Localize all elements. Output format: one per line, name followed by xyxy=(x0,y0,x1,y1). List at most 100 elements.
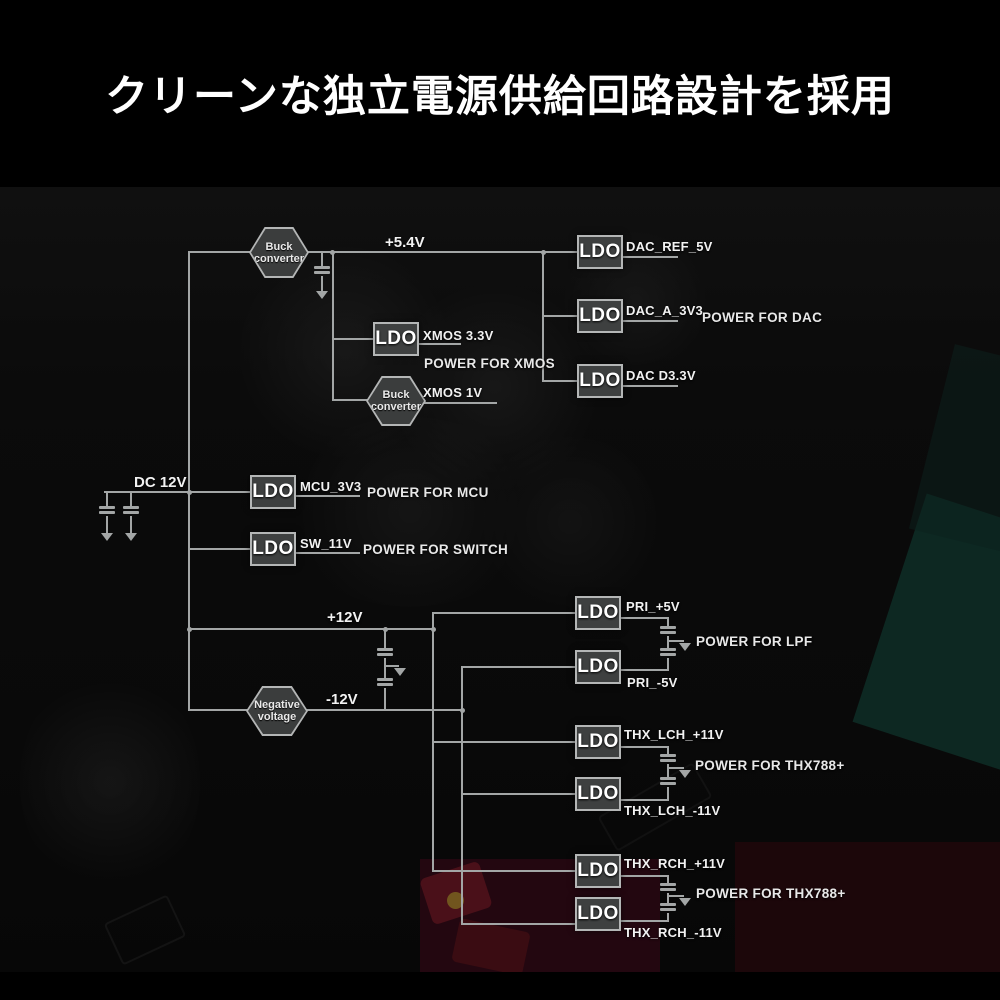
wire xyxy=(621,320,678,322)
junction-dot xyxy=(460,708,465,713)
ldo-box-dac-ref: LDO xyxy=(577,235,623,269)
buck-converter-label: converter xyxy=(370,401,422,413)
ground-symbol xyxy=(679,898,691,906)
capacitor-symbol xyxy=(660,754,676,757)
wire xyxy=(296,495,360,497)
ldo-box-thx-rch-p11: LDO xyxy=(575,854,621,888)
negative-voltage-label: voltage xyxy=(257,711,297,723)
wire xyxy=(433,870,575,872)
ldo-label: LDO xyxy=(252,538,294,559)
wire xyxy=(189,251,251,253)
ldo-label: LDO xyxy=(577,656,619,677)
wire xyxy=(667,764,669,777)
wire xyxy=(189,548,251,550)
annotation-power-for-dac: POWER FOR DAC xyxy=(702,310,823,325)
pcb-capacitor-shape xyxy=(230,247,460,457)
wire xyxy=(189,491,251,493)
ldo-box-pri-n5: LDO xyxy=(575,650,621,684)
ldo-box-dac-a: LDO xyxy=(577,299,623,333)
wire xyxy=(385,665,399,667)
net-label-pri-n5: PRI_-5V xyxy=(627,675,678,690)
wire xyxy=(667,636,669,648)
pcb-background xyxy=(0,187,1000,977)
ground-symbol xyxy=(394,668,406,676)
net-label-thx-rch-p11: THX_RCH_+11V xyxy=(624,856,726,871)
capacitor-symbol xyxy=(660,908,676,911)
capacitor-symbol xyxy=(660,777,676,780)
net-label-xmos-1v: XMOS 1V xyxy=(423,385,483,400)
ldo-label: LDO xyxy=(577,860,619,881)
wire xyxy=(667,787,669,801)
wire xyxy=(304,709,463,711)
ldo-label: LDO xyxy=(579,305,621,326)
wire xyxy=(543,315,579,317)
capacitor-symbol xyxy=(123,506,139,509)
wire xyxy=(620,799,669,801)
ldo-label: LDO xyxy=(577,783,619,804)
capacitor-symbol xyxy=(314,266,330,269)
capacitor-symbol xyxy=(660,782,676,785)
wire xyxy=(189,709,249,711)
wire xyxy=(620,617,669,619)
pcb-capacitor-shape xyxy=(20,667,200,897)
ldo-box-thx-lch-n11: LDO xyxy=(575,777,621,811)
buck-converter-label: converter xyxy=(253,252,305,265)
ldo-box-xmos: LDO xyxy=(373,322,419,356)
capacitor-symbol xyxy=(660,631,676,634)
buck-converter-label: Buck xyxy=(265,240,293,253)
rail-label-n12v: -12V xyxy=(326,691,358,708)
junction-dot xyxy=(187,490,192,495)
wire xyxy=(667,658,669,671)
net-label-dac-a: DAC_A_3V3 xyxy=(626,303,703,318)
wire xyxy=(384,688,386,711)
wire xyxy=(424,402,497,404)
wire xyxy=(668,895,684,897)
pcb-yellow-dot xyxy=(447,892,464,909)
wire xyxy=(433,741,575,743)
ldo-label: LDO xyxy=(577,602,619,623)
wire xyxy=(188,251,190,711)
wire xyxy=(621,385,678,387)
input-label-dc12v: DC 12V xyxy=(134,474,187,491)
ldo-label: LDO xyxy=(375,328,417,349)
wire xyxy=(543,380,579,382)
capacitor-symbol xyxy=(314,271,330,274)
wire xyxy=(419,343,461,345)
ground-symbol xyxy=(125,533,137,541)
annotation-power-for-lpf: POWER FOR LPF xyxy=(696,634,813,649)
wire xyxy=(667,893,669,903)
wire xyxy=(462,666,575,668)
ground-symbol xyxy=(316,291,328,299)
capacitor-symbol xyxy=(377,678,393,681)
capacitor-symbol xyxy=(99,506,115,509)
net-label-xmos-3v3: XMOS 3.3V xyxy=(423,328,494,343)
capacitor-symbol xyxy=(660,883,676,886)
capacitor-symbol xyxy=(660,648,676,651)
net-label-pri-p5: PRI_+5V xyxy=(626,599,680,614)
capacitor-symbol xyxy=(660,903,676,906)
wire xyxy=(621,256,678,258)
pcb-maroon-region xyxy=(735,842,1000,975)
net-label-dac-d: DAC D3.3V xyxy=(626,368,696,383)
wire xyxy=(384,628,386,648)
wire xyxy=(332,251,334,401)
capacitor-symbol xyxy=(660,653,676,656)
junction-dot xyxy=(541,250,546,255)
ground-symbol xyxy=(679,770,691,778)
annotation-power-for-mcu: POWER FOR MCU xyxy=(367,485,489,500)
ldo-box-pri-p5: LDO xyxy=(575,596,621,630)
annotation-power-for-thx788-rch: POWER FOR THX788+ xyxy=(696,886,846,901)
rail-label-5v4: +5.4V xyxy=(385,234,425,251)
page-title: クリーンな独立電源供給回路設計を採用 xyxy=(105,74,895,121)
annotation-power-for-xmos: POWER FOR XMOS xyxy=(424,356,555,371)
ldo-label: LDO xyxy=(577,903,619,924)
pcb-capacitor-shape xyxy=(390,277,600,497)
capacitor-symbol xyxy=(123,511,139,514)
ground-symbol xyxy=(679,643,691,651)
junction-dot xyxy=(330,250,335,255)
ldo-label: LDO xyxy=(252,481,294,502)
wire xyxy=(189,628,434,630)
ldo-label: LDO xyxy=(579,370,621,391)
bottom-black-band xyxy=(0,972,1000,1000)
